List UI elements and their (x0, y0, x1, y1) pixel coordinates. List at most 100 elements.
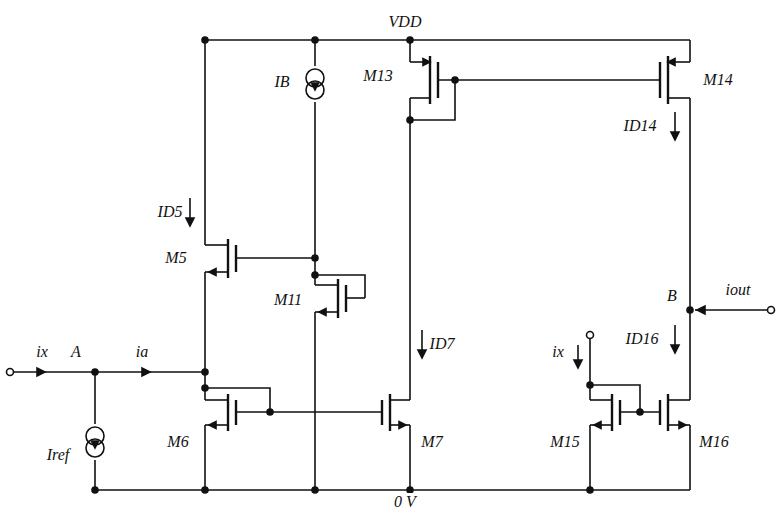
wire (674, 112, 676, 132)
nmos-transistor (660, 394, 690, 431)
arrow-head (423, 59, 430, 66)
gate-plate (659, 62, 661, 98)
channel (227, 394, 229, 431)
transistor-label: M7 (419, 433, 444, 451)
nmos-transistor (315, 279, 365, 318)
gate-plate (381, 400, 383, 425)
transistor-label: M14 (701, 71, 734, 89)
transistor-label: M16 (697, 433, 730, 451)
wire (205, 388, 270, 412)
junction-dot (92, 487, 98, 493)
junction-dot (202, 37, 208, 43)
wire (236, 411, 382, 413)
wire (674, 325, 676, 345)
pmos-transistor (410, 56, 660, 104)
wire (590, 399, 612, 401)
terminal (587, 332, 594, 339)
junction-dot (202, 385, 208, 391)
wire (695, 309, 768, 311)
wire (94, 460, 96, 490)
arrow-head (697, 306, 705, 314)
node-label: A (69, 343, 83, 361)
current-label: ID16 (624, 330, 661, 348)
transistor-label: M5 (163, 249, 188, 267)
junction-dot (687, 307, 693, 313)
wire (409, 98, 411, 400)
wires (7, 37, 775, 493)
wire (314, 40, 316, 66)
transistor-label: M15 (548, 433, 581, 451)
wire (94, 372, 96, 424)
current-label: ia (134, 343, 150, 361)
current-label: Iref (45, 446, 72, 464)
vdd-rail (205, 39, 690, 41)
supply-label: VDD (387, 13, 424, 31)
junction-dot (587, 382, 593, 388)
wire (421, 330, 423, 350)
wire (189, 198, 191, 218)
channel (227, 239, 229, 278)
current-label: IB (272, 73, 291, 91)
channel (667, 394, 669, 431)
wire (390, 399, 410, 401)
wire (205, 399, 228, 401)
arrow-head (319, 309, 326, 316)
channel (389, 394, 391, 431)
ground-rail (95, 489, 690, 491)
arrow-head (668, 59, 675, 66)
arrow-head (594, 422, 601, 429)
arrow-head (92, 441, 99, 448)
arrow-head (671, 345, 679, 353)
wire (689, 425, 691, 490)
gate-plate (659, 400, 661, 425)
wire (410, 80, 455, 120)
wire (438, 79, 660, 81)
arrow-head (209, 422, 216, 429)
source-circle (306, 81, 324, 99)
junction-dot (312, 272, 318, 278)
wire (577, 345, 579, 360)
junction-dot (587, 487, 593, 493)
wire (409, 40, 411, 62)
channel (611, 394, 613, 431)
wire (590, 385, 640, 412)
ground-label: 0 V (392, 493, 418, 511)
current-label: ix (550, 343, 566, 361)
arrow-head (37, 368, 45, 376)
wire (204, 40, 206, 245)
current-label: ix (34, 343, 50, 361)
junction-dot (202, 369, 208, 375)
wire (346, 297, 365, 299)
arrow-head (671, 132, 679, 140)
wire (204, 425, 206, 490)
junction-dot (202, 487, 208, 493)
transistor-label: M13 (361, 67, 394, 85)
node-label: B (665, 287, 679, 305)
wire (589, 425, 591, 490)
junction-dot (407, 117, 413, 123)
wire (689, 40, 691, 62)
arrow-head (679, 422, 686, 429)
wire (668, 97, 690, 99)
wire (205, 244, 228, 246)
arrow-head (186, 218, 194, 226)
gate-plate (235, 245, 237, 272)
wire (589, 339, 591, 400)
wire (315, 284, 338, 286)
transistor-label: M11 (272, 291, 304, 309)
terminal (768, 307, 775, 314)
arrow-head (418, 350, 426, 358)
wire (410, 97, 430, 99)
nmos-transistor (205, 239, 236, 278)
arrow-head (312, 83, 319, 90)
wire (689, 98, 691, 400)
wire (236, 257, 315, 259)
wire (620, 411, 660, 413)
wire (668, 399, 690, 401)
wire (204, 272, 206, 400)
arrow-head (399, 422, 406, 429)
current-label: ID5 (156, 203, 185, 221)
wire (409, 425, 411, 490)
arrow-head (142, 368, 150, 376)
